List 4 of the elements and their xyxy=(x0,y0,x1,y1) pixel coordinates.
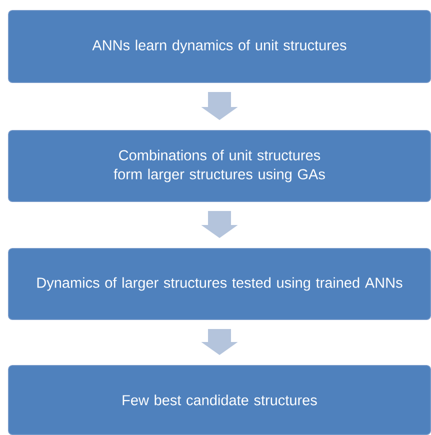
process-box: Combinations of unit structures form larger structures using GAs xyxy=(8,130,431,202)
process-box: Dynamics of larger structures tested using trained ANNs xyxy=(8,248,431,320)
process-box: Few best candidate structures xyxy=(8,365,431,435)
process-box: ANNs learn dynamics of unit structures xyxy=(8,10,431,83)
